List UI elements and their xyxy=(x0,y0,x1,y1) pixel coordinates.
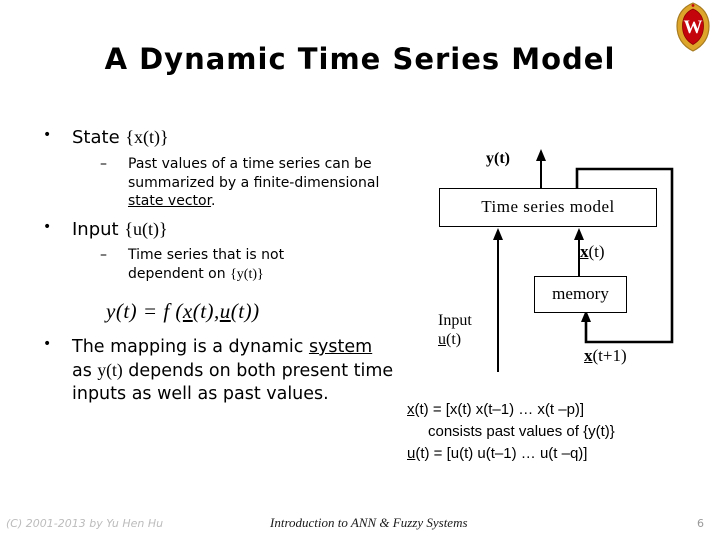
state-arrowhead xyxy=(574,228,584,240)
bullet-mapping-math: y(t) xyxy=(97,360,123,380)
subbullet-input-text: Time series that is not dependent on {y(… xyxy=(128,246,323,284)
slide-title: A Dynamic Time Series Model xyxy=(104,42,616,76)
bullet-mapping: • The mapping is a dynamic system as y(t… xyxy=(38,336,394,406)
x-state-rest: (t) xyxy=(588,242,605,261)
input-u-underlined: u xyxy=(438,331,446,348)
bullet-state-text: State {x(t)} xyxy=(72,127,169,148)
x-definition-line: x(t) = [x(t) x(t–1) … x(t –p)] xyxy=(407,399,615,421)
dash-marker: – xyxy=(100,156,107,172)
formula-lead: y(t) = f ( xyxy=(106,299,183,323)
x-next-underlined: x xyxy=(584,346,593,365)
dash-marker: – xyxy=(100,247,107,263)
u-definition-line: u(t) = [u(t) u(t–1) … u(t –q)] xyxy=(407,443,615,465)
uw-crest-logo: W xyxy=(676,2,710,52)
x-state-underlined: x xyxy=(580,242,589,261)
input-arrowhead xyxy=(493,228,503,240)
bullet-input-label: Input xyxy=(72,219,125,240)
bullet-mapping-pre: The mapping is a dynamic xyxy=(72,337,309,357)
crest-letter: W xyxy=(684,17,703,38)
bullet-mapping-text: The mapping is a dynamic system as y(t) … xyxy=(72,336,394,406)
formula-tail: (t)) xyxy=(230,299,260,323)
subbullet-state-pre: Past values of a time series can be summ… xyxy=(128,156,380,191)
x-state-label: x(t) xyxy=(580,242,605,262)
u-def-rest: (t) = [u(t) u(t–1) … u(t –q)] xyxy=(415,445,588,462)
formula-u-underlined: u xyxy=(219,299,231,323)
subbullet-input-pre: Time series that is not dependent on xyxy=(128,247,285,282)
bullet-marker: • xyxy=(43,336,52,352)
x-next-label: x(t+1) xyxy=(584,346,627,366)
x-next-rest: (t+1) xyxy=(592,346,627,365)
state-equation: y(t) = f (x(t),u(t)) xyxy=(106,299,260,324)
page-number: 6 xyxy=(697,517,704,530)
u-def-underlined: u xyxy=(407,445,416,462)
footer-copyright: (C) 2001-2013 by Yu Hen Hu xyxy=(6,517,164,530)
definition-equations: x(t) = [x(t) x(t–1) … x(t –p)] consists … xyxy=(407,399,615,465)
bullet-marker: • xyxy=(43,127,52,143)
input-u-line: u(t) xyxy=(438,330,472,349)
subbullet-input: – Time series that is not dependent on {… xyxy=(100,246,330,284)
subbullet-state: – Past values of a time series can be su… xyxy=(100,155,392,211)
formula-x-underlined: x xyxy=(182,299,193,323)
bullet-state-label: State xyxy=(72,127,126,148)
system-underlined: system xyxy=(308,337,373,357)
subbullet-state-post: . xyxy=(211,193,216,209)
output-arrowhead xyxy=(536,149,546,161)
bullet-mapping-mid: as xyxy=(72,361,98,381)
subbullet-state-text: Past values of a time series can be summ… xyxy=(128,155,390,211)
bullet-input-text: Input {u(t)} xyxy=(72,219,168,240)
bullet-mapping-post: depends on both present time inputs as w… xyxy=(72,361,394,404)
state-vector-underlined: state vector xyxy=(128,193,212,209)
input-u-rest: (t) xyxy=(446,331,462,348)
crest-top-ornament xyxy=(691,4,695,7)
subbullet-input-math: {y(t)} xyxy=(230,266,264,282)
bullet-state: • State {x(t)} xyxy=(38,127,398,148)
input-label: Input u(t) xyxy=(438,311,472,349)
bullet-input-math: {u(t)} xyxy=(124,219,168,239)
consists-line: consists past values of {y(t)} xyxy=(428,423,615,440)
crest-red-shield xyxy=(682,8,704,45)
y-output-label: y(t) xyxy=(486,150,510,167)
bullet-marker: • xyxy=(43,219,52,235)
x-def-rest: (t) = [x(t) x(t–1) … x(t –p)] xyxy=(414,401,585,418)
input-word: Input xyxy=(438,312,472,329)
formula-mid: (t), xyxy=(192,299,220,323)
bullet-state-math: {x(t)} xyxy=(125,127,169,147)
memory-box: memory xyxy=(534,276,627,313)
time-series-model-box: Time series model xyxy=(439,188,657,227)
footer-course-title: Introduction to ANN & Fuzzy Systems xyxy=(270,515,468,530)
bullet-input: • Input {u(t)} xyxy=(38,219,398,240)
x-def-underlined: x xyxy=(407,401,415,418)
